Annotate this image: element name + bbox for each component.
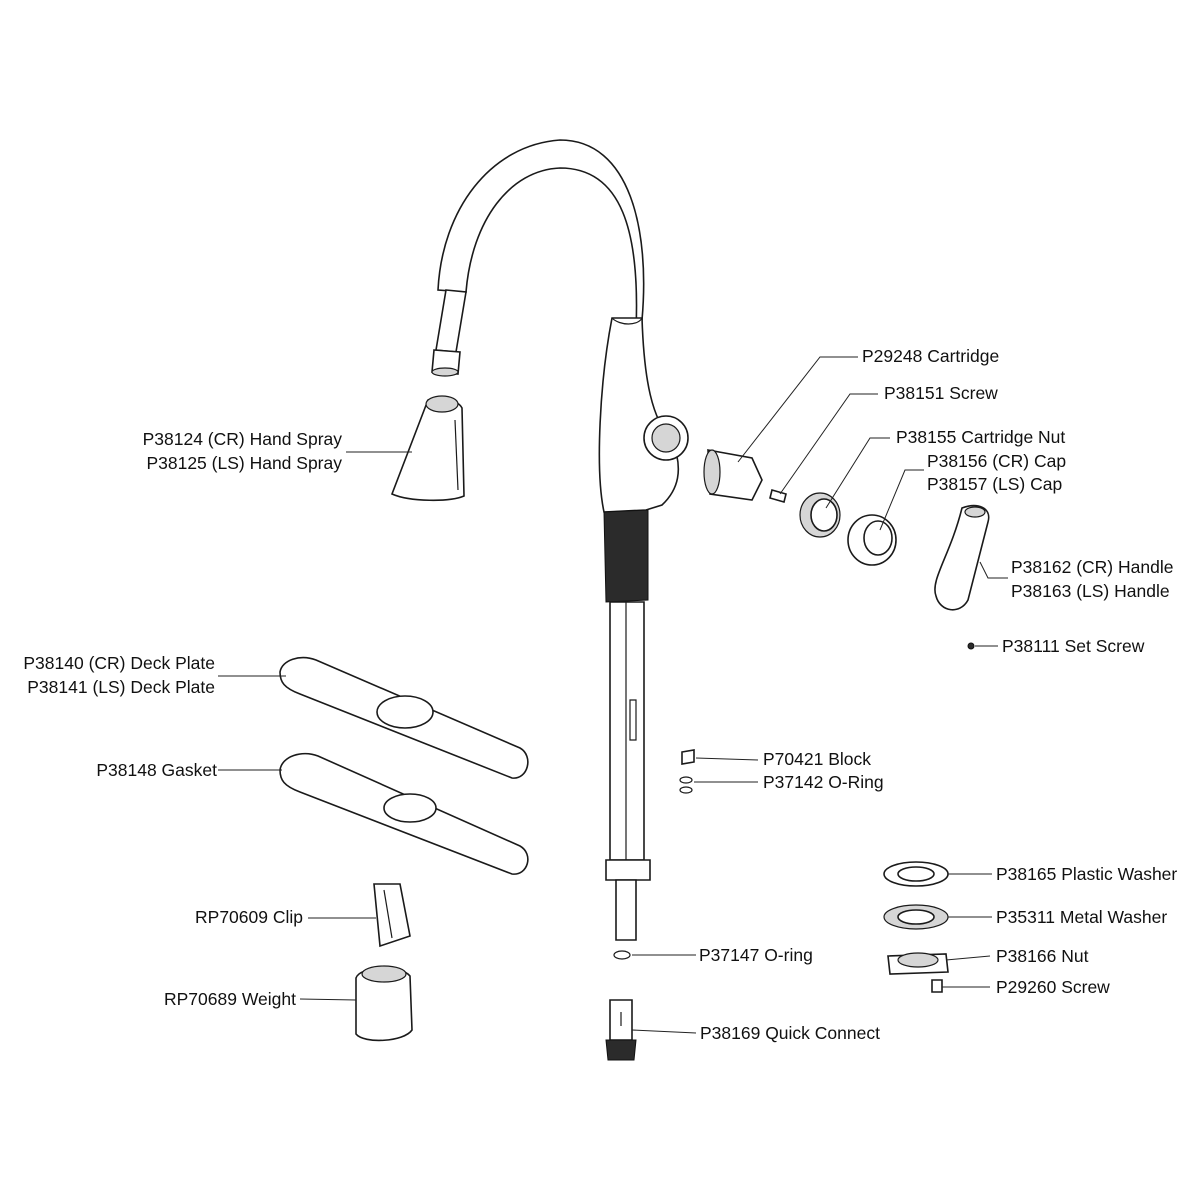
label-clip: RP70609 Clip <box>195 907 303 927</box>
metal-washer <box>883 904 949 930</box>
label-o-ring-block: P37142 O-Ring <box>763 772 884 792</box>
label-hand-spray-cr: P38124 (CR) Hand Spray <box>142 429 342 449</box>
label-set-screw: P38111 Set Screw <box>1002 636 1145 656</box>
cartridge <box>703 449 763 501</box>
label-deck-plate-ls: P38141 (LS) Deck Plate <box>27 677 215 697</box>
label-quick-connect: P38169 Quick Connect <box>700 1023 880 1043</box>
cap <box>847 514 897 566</box>
leader-lines <box>218 356 1008 1034</box>
hose <box>603 509 651 941</box>
handle <box>934 504 990 611</box>
cartridge-nut <box>799 492 841 538</box>
label-weight: RP70689 Weight <box>164 989 296 1009</box>
label-cartridge-nut: P38155 Cartridge Nut <box>896 427 1066 447</box>
label-cap-ls: P38157 (LS) Cap <box>927 474 1063 494</box>
label-handle-cr: P38162 (CR) Handle <box>1011 557 1174 577</box>
set-screw <box>967 642 975 650</box>
label-block: P70421 Block <box>763 749 871 769</box>
label-cartridge: P29248 Cartridge <box>862 346 1000 366</box>
hand-spray <box>390 395 465 502</box>
label-nut: P38166 Nut <box>996 946 1089 966</box>
label-handle-ls: P38163 (LS) Handle <box>1011 581 1170 601</box>
label-hand-spray-ls: P38125 (LS) Hand Spray <box>146 453 342 473</box>
label-plastic-washer: P38165 Plastic Washer <box>996 864 1178 884</box>
label-gasket: P38148 Gasket <box>96 760 217 780</box>
faucet-body <box>437 139 689 513</box>
deck-plate <box>279 656 529 779</box>
spray-extension <box>431 289 467 377</box>
gasket <box>279 752 529 875</box>
quick-connect <box>605 999 637 1061</box>
plastic-washer <box>883 861 949 887</box>
label-screw-nut: P29260 Screw <box>996 977 1110 997</box>
label-cap-cr: P38156 (CR) Cap <box>927 451 1067 471</box>
weight <box>355 965 413 1042</box>
o-ring-hose <box>613 950 631 960</box>
screw <box>769 489 787 503</box>
label-o-ring-hose: P37147 O-ring <box>699 945 813 965</box>
label-deck-plate-cr: P38140 (CR) Deck Plate <box>23 653 215 673</box>
nut-screw <box>931 979 943 993</box>
label-metal-washer: P35311 Metal Washer <box>996 907 1168 927</box>
label-screw: P38151 Screw <box>884 383 998 403</box>
block <box>679 749 695 794</box>
nut <box>887 952 949 975</box>
clip <box>373 883 411 948</box>
